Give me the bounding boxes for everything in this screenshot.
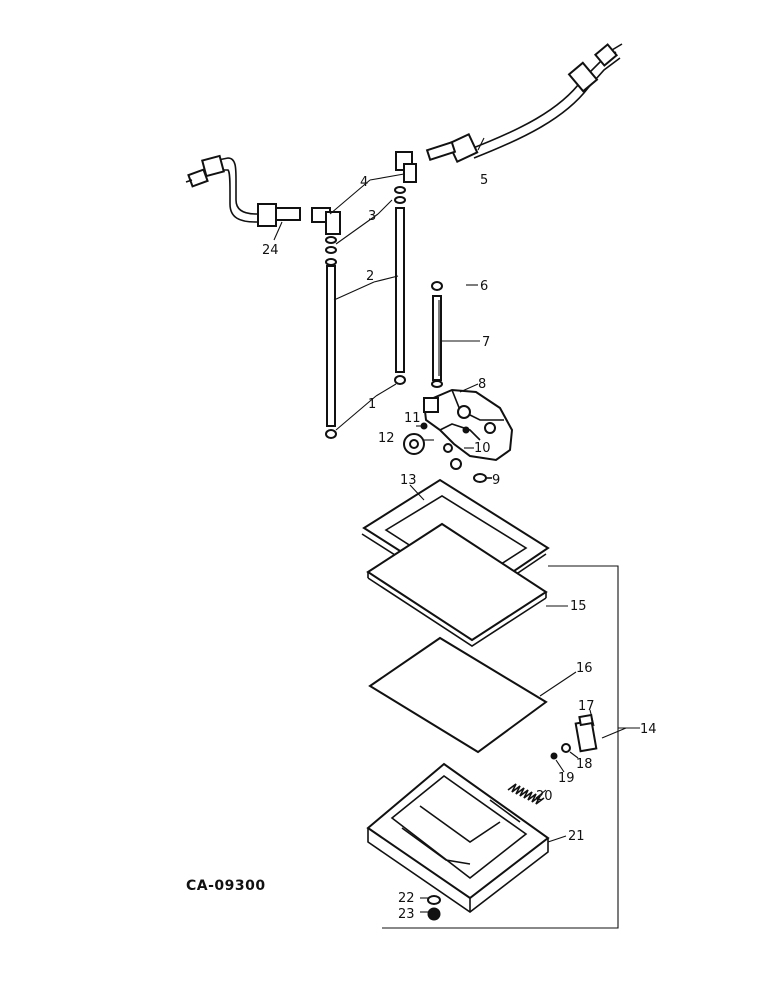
gasket-16 bbox=[368, 636, 548, 754]
callout-15: 15 bbox=[570, 599, 587, 614]
valve-body-8 bbox=[422, 388, 514, 462]
oil-line-5 bbox=[425, 43, 623, 164]
callout-1: 1 bbox=[368, 397, 376, 412]
callout-3: 3 bbox=[368, 209, 376, 224]
callout-18: 18 bbox=[576, 757, 593, 772]
callout-2: 2 bbox=[366, 269, 374, 284]
callout-8: 8 bbox=[478, 377, 486, 392]
plate-15 bbox=[366, 522, 548, 647]
drawing-code: CA-09300 bbox=[186, 878, 266, 894]
assembly-bracket-14 bbox=[382, 565, 640, 929]
callout-24: 24 bbox=[262, 243, 279, 258]
callout-7: 7 bbox=[482, 335, 490, 350]
callout-22: 22 bbox=[398, 891, 415, 906]
callout-16: 16 bbox=[576, 661, 593, 676]
oil-line-24 bbox=[185, 154, 301, 227]
parts-22-23 bbox=[427, 895, 441, 921]
callout-23: 23 bbox=[398, 907, 415, 922]
callout-12: 12 bbox=[378, 431, 395, 446]
callout-6: 6 bbox=[480, 279, 488, 294]
small-parts-9-12 bbox=[403, 422, 492, 483]
callout-9: 9 bbox=[492, 473, 500, 488]
leader-lines bbox=[273, 137, 627, 913]
callout-10: 10 bbox=[474, 441, 491, 456]
tubes bbox=[326, 207, 442, 427]
callout-labels: 1 2 3 4 5 6 7 8 9 10 11 12 13 14 15 16 1… bbox=[262, 173, 657, 922]
callout-21: 21 bbox=[568, 829, 585, 844]
callout-11: 11 bbox=[404, 411, 421, 426]
valve-housing-21 bbox=[366, 762, 550, 913]
callout-13: 13 bbox=[400, 473, 417, 488]
callout-20: 20 bbox=[536, 789, 553, 804]
callout-17: 17 bbox=[578, 699, 595, 714]
callout-19: 19 bbox=[558, 771, 575, 786]
callout-14: 14 bbox=[640, 722, 657, 737]
callout-4: 4 bbox=[360, 175, 368, 190]
callout-5: 5 bbox=[480, 173, 488, 188]
